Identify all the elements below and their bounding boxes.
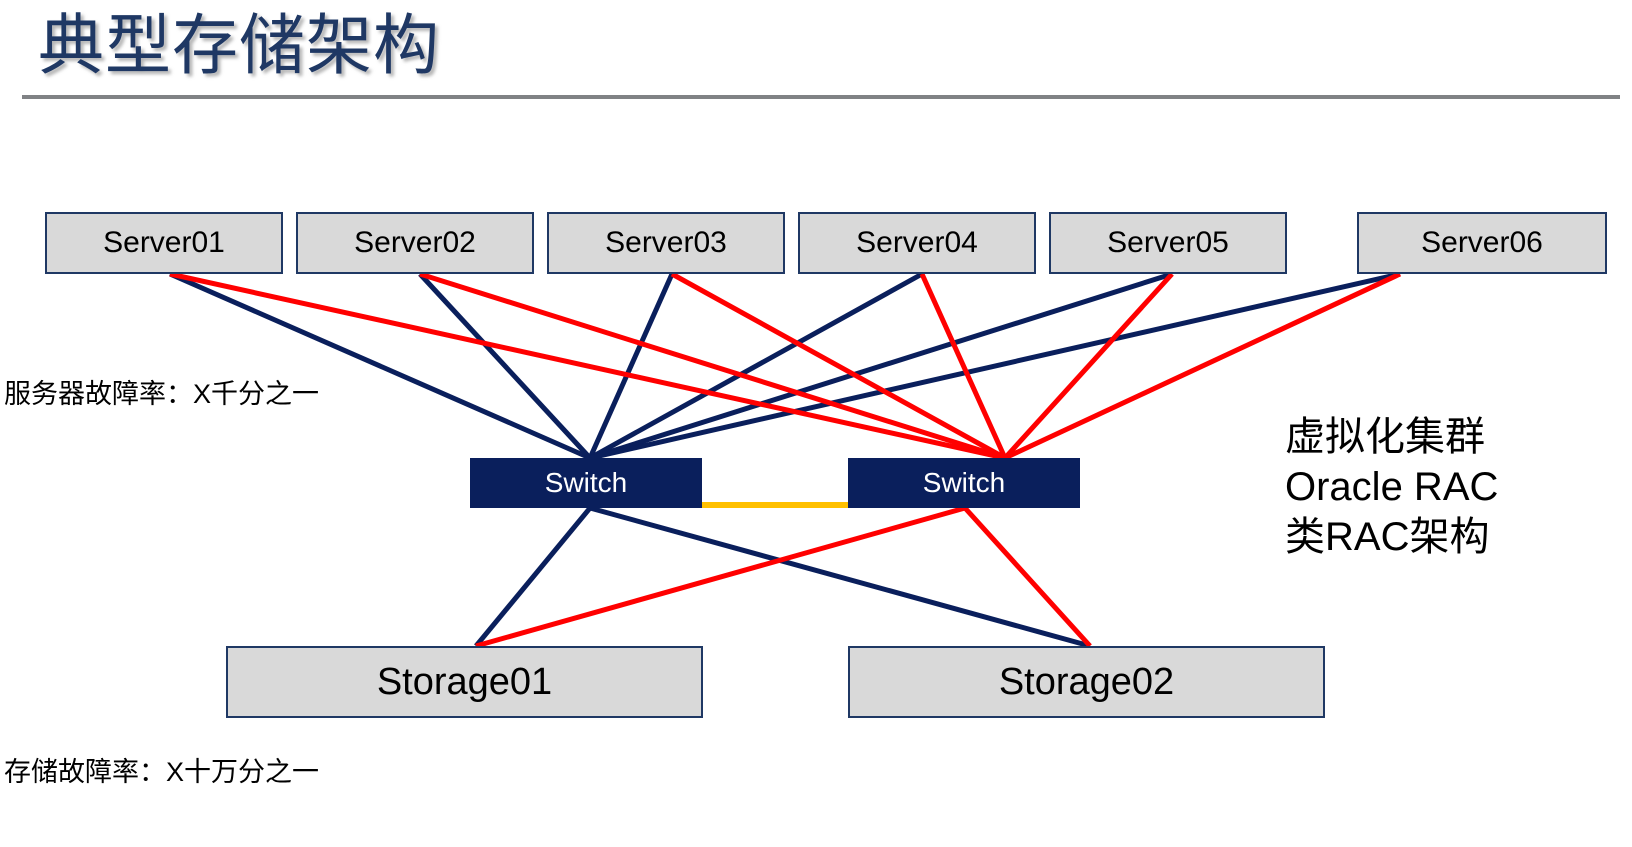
link-server3-to-switch-left bbox=[587, 272, 675, 460]
link-server2-to-switch-right bbox=[419, 271, 1006, 461]
storage-label: Storage02 bbox=[998, 660, 1175, 703]
title-divider bbox=[22, 95, 1620, 99]
page-title: 典型存储架构 bbox=[38, 8, 440, 82]
server-label: Server02 bbox=[354, 226, 476, 259]
cluster-note-line-2: Oracle RAC bbox=[1285, 465, 1499, 509]
switch-label: Switch bbox=[922, 467, 1006, 498]
server-to-left-switch-links bbox=[168, 271, 1401, 461]
link-server1-to-switch-right bbox=[169, 271, 1006, 461]
link-server2-to-switch-left bbox=[418, 272, 592, 460]
link-switch-left-to-storage01 bbox=[474, 506, 592, 648]
switch-to-storage-links bbox=[474, 505, 1092, 649]
cluster-note-line-1: 虚拟化集群 bbox=[1285, 415, 1485, 459]
server-failure-rate-note: 服务器故障率：X千分之一 bbox=[4, 379, 320, 409]
link-server5-to-switch-left bbox=[589, 271, 1173, 461]
switch-node-right[interactable]: Switch bbox=[848, 458, 1080, 508]
server-label: Server05 bbox=[1107, 226, 1229, 259]
server-node-03[interactable]: Server03 bbox=[547, 212, 785, 274]
link-server4-to-switch-right bbox=[919, 272, 1008, 460]
link-server4-to-switch-left bbox=[588, 271, 924, 461]
link-server6-to-switch-right bbox=[1003, 271, 1402, 461]
server-node-04[interactable]: Server04 bbox=[798, 212, 1036, 274]
switch-label: Switch bbox=[544, 467, 628, 498]
link-switch-right-to-storage01 bbox=[475, 505, 966, 649]
storage-node-01[interactable]: Storage01 bbox=[226, 646, 703, 718]
link-server3-to-switch-right bbox=[670, 271, 1007, 461]
server-node-06[interactable]: Server06 bbox=[1357, 212, 1607, 274]
cluster-note-block: 虚拟化集群 Oracle RAC 类RAC架构 bbox=[1285, 412, 1498, 562]
storage-failure-rate-note: 存储故障率：X十万分之一 bbox=[4, 757, 320, 787]
storage-label: Storage01 bbox=[376, 660, 553, 703]
switch-node-left[interactable]: Switch bbox=[470, 458, 702, 508]
link-server1-to-switch-left bbox=[168, 271, 592, 461]
link-server6-to-switch-left bbox=[589, 271, 1401, 461]
server-node-05[interactable]: Server05 bbox=[1049, 212, 1287, 274]
server-label: Server03 bbox=[605, 226, 727, 259]
server-to-right-switch-links bbox=[169, 271, 1402, 461]
link-switch-left-to-storage02 bbox=[589, 505, 1091, 649]
server-label: Server04 bbox=[856, 226, 978, 259]
cluster-note-line-3: 类RAC架构 bbox=[1285, 515, 1490, 559]
storage-node-02[interactable]: Storage02 bbox=[848, 646, 1325, 718]
server-label: Server01 bbox=[103, 226, 225, 259]
server-node-01[interactable]: Server01 bbox=[45, 212, 283, 274]
link-server5-to-switch-right bbox=[1003, 272, 1174, 460]
server-label: Server06 bbox=[1421, 226, 1543, 259]
server-node-02[interactable]: Server02 bbox=[296, 212, 534, 274]
link-switch-right-to-storage02 bbox=[963, 506, 1092, 648]
